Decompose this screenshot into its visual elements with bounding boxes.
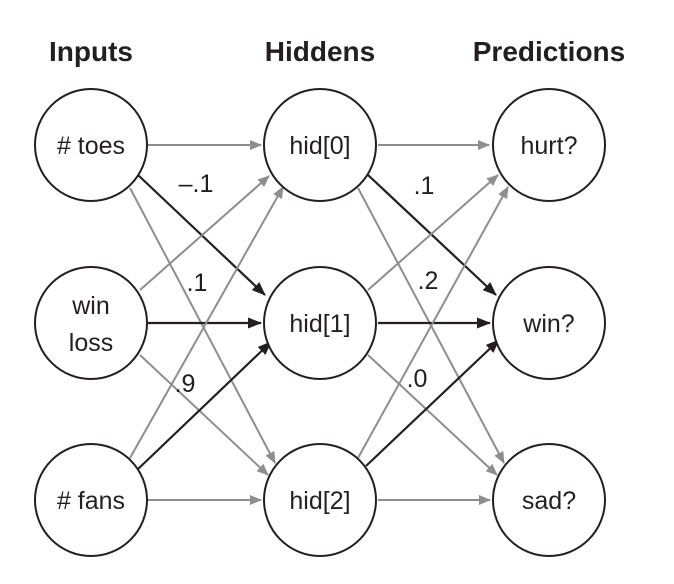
edge-fans-hid0	[129, 186, 284, 459]
hidden-node-2-label: hid[2]	[289, 487, 350, 515]
prediction-node-hurt: hurt?	[492, 88, 606, 202]
weight-label-winloss-hid1: .1	[187, 269, 208, 297]
hidden-node-1-label: hid[1]	[289, 310, 350, 338]
input-node-toes: # toes	[34, 88, 148, 202]
inputs-header: Inputs	[49, 36, 133, 67]
weight-label-fans-hid1: .9	[175, 370, 196, 398]
edge-winloss-hid2	[139, 354, 269, 476]
edge-hid0-win	[367, 174, 497, 296]
edge-toes-hid2	[129, 187, 276, 464]
edge-fans-hid1	[136, 341, 272, 471]
prediction-node-win-label: win?	[522, 310, 574, 338]
input-node-toes-label: # toes	[57, 132, 125, 160]
input-node-fans-label: # fans	[57, 487, 125, 515]
hidden-node-1: hid[1]	[263, 266, 377, 380]
input-node-fans: # fans	[34, 443, 148, 557]
predictions-header: Predictions	[473, 36, 625, 67]
edge-hid1-hurt	[367, 174, 499, 291]
edge-hid2-hurt	[357, 186, 509, 459]
weight-label-hid2-win: .0	[407, 365, 428, 393]
input-node-winloss-label-line1: win	[71, 292, 110, 320]
input-node-winloss: win loss	[34, 266, 148, 380]
prediction-node-hurt-label: hurt?	[521, 132, 578, 160]
prediction-node-win: win?	[492, 266, 606, 380]
hiddens-header: Hiddens	[265, 36, 375, 67]
edge-winloss-hid0	[139, 175, 270, 291]
weight-label-hid0-win: .1	[414, 172, 435, 200]
input-node-winloss-label-line2: loss	[69, 329, 113, 357]
hidden-node-0-label: hid[0]	[289, 132, 350, 160]
prediction-node-sad-label: sad?	[522, 487, 576, 515]
hidden-node-2: hid[2]	[263, 443, 377, 557]
weight-label-hid1-win: .2	[418, 267, 439, 295]
weight-label-toes-hid1: –.1	[179, 170, 214, 198]
edge-hid1-sad	[367, 354, 498, 476]
hidden-node-0: hid[0]	[263, 88, 377, 202]
prediction-node-sad: sad?	[492, 443, 606, 557]
edge-hid2-win	[365, 339, 500, 467]
